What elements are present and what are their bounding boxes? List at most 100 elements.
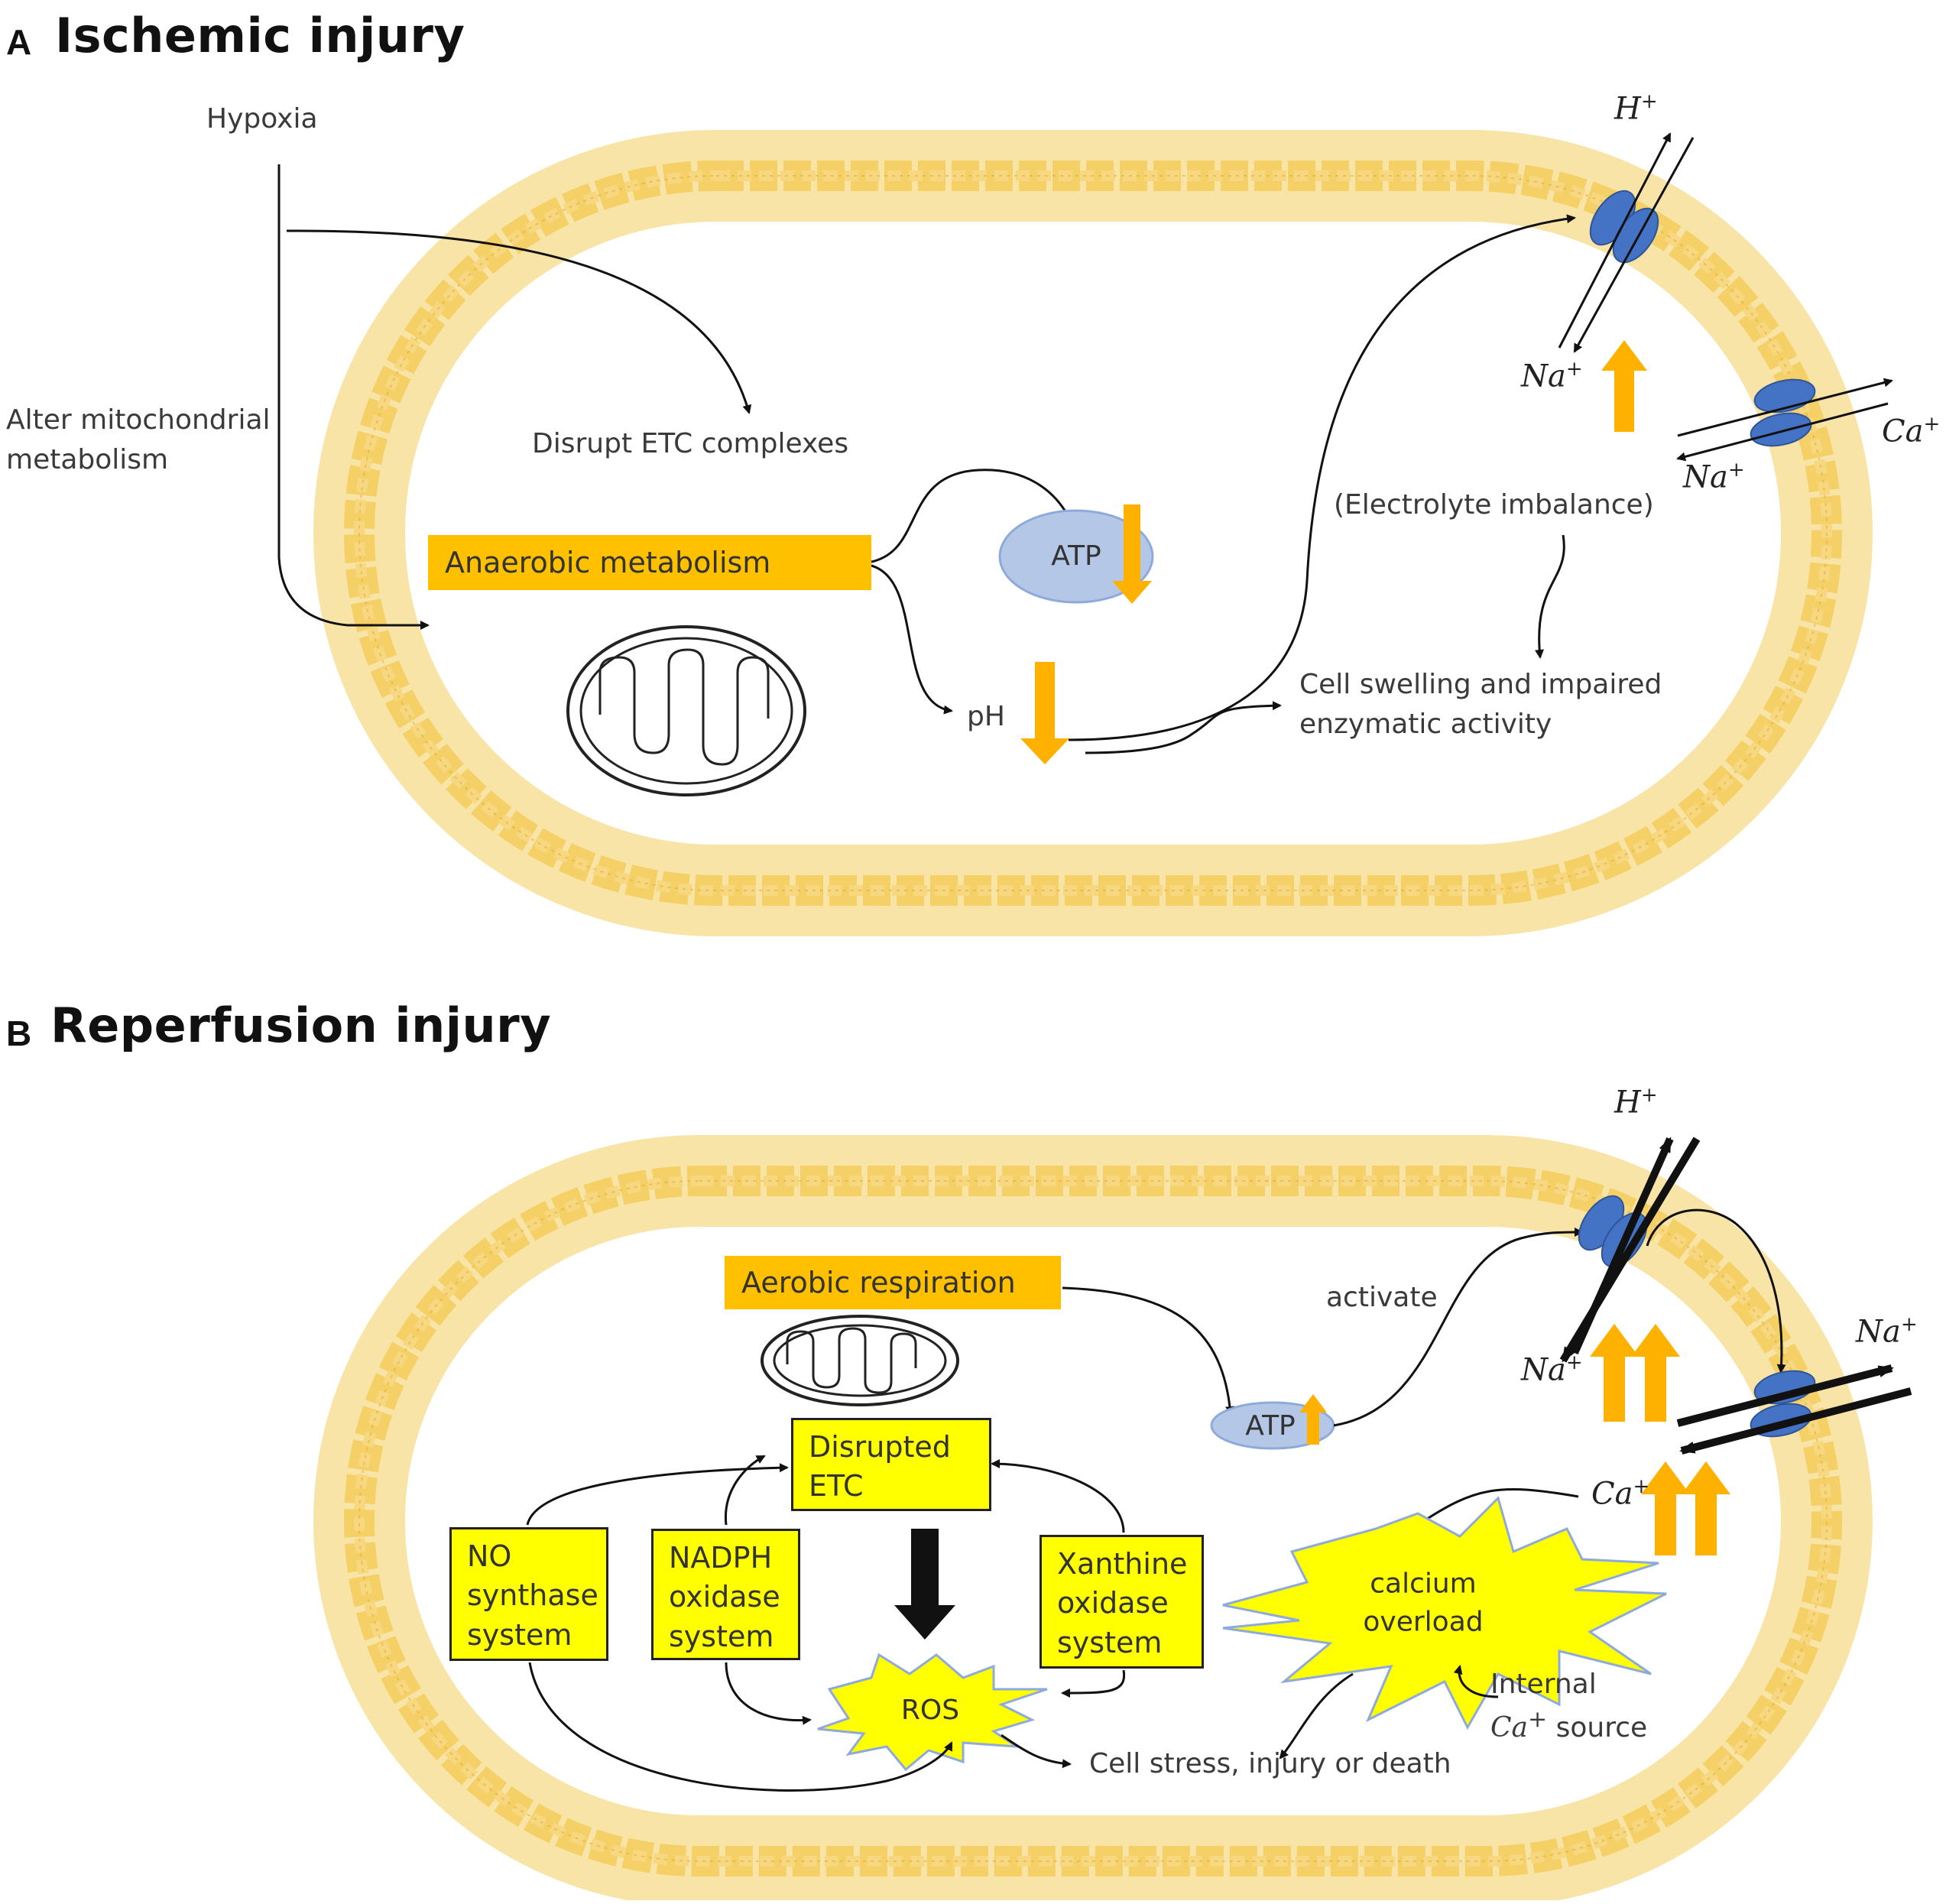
xanthine-to-etc-arrow: [991, 1459, 1125, 1533]
ros-label: ROS: [900, 1694, 960, 1726]
internal-ca-source-label: Ca+ source: [1490, 1703, 1647, 1748]
panel-title-b: Reperfusion injury: [50, 997, 552, 1053]
internal-ca-symbol: Ca: [1490, 1712, 1529, 1743]
activate-label: activate: [1326, 1282, 1438, 1313]
overload-to-stress-arrow: [1279, 1672, 1354, 1760]
mitochondrion-icon: [566, 625, 806, 796]
nhe-to-ncx-arrow: [1646, 1208, 1786, 1374]
swelling-label-1: Cell swelling and impaired: [1299, 669, 1662, 700]
na-ion-label-b2: Na+: [1856, 1313, 1918, 1349]
ca-to-overload-arrow: [1416, 1488, 1579, 1526]
nadph-oxidase-line-1: NADPH: [669, 1541, 773, 1575]
atp-decrease-arrow: [1112, 504, 1152, 604]
na-increase-arrow-a: [1601, 340, 1647, 432]
nadph-to-etc-arrow: [724, 1455, 766, 1526]
internal-ca-charge: +: [1528, 1706, 1548, 1733]
anaerobic-to-atp-arrow: [871, 469, 1072, 563]
cell-membrane-a: [313, 130, 1873, 936]
aerobic-respiration-bar: Aerobic respiration: [725, 1256, 1061, 1309]
alter-mito-label-1: Alter mitochondrial: [6, 404, 271, 436]
na-ion-charge-a2: +: [1727, 459, 1745, 482]
panel-letter-b: B: [6, 1014, 32, 1053]
calcium-overload-line-1: calcium: [1370, 1568, 1477, 1600]
nhe-exchanger-a: [1558, 132, 1695, 353]
hypoxia-to-anaerobic-arrow: [277, 164, 430, 630]
no-synthase-line-3: system: [467, 1617, 572, 1652]
atp-activates-exchanger-arrow: [1333, 1228, 1584, 1427]
na-ion-charge-b2: +: [1900, 1313, 1918, 1336]
no-synthase-line-1: NO: [467, 1539, 512, 1573]
ca-ion-charge-b: +: [1633, 1475, 1650, 1498]
ncx-exchanger-b: [1676, 1364, 1912, 1455]
ph-label: pH: [967, 701, 1005, 732]
internal-label: Internal: [1490, 1669, 1597, 1700]
xanthine-to-ros-arrow: [1061, 1669, 1126, 1698]
h-ion-symbol-b: H: [1614, 1085, 1641, 1121]
na-ion-symbol-a1: Na: [1521, 358, 1566, 394]
ca-ion-symbol-a: Ca: [1882, 414, 1924, 449]
na-ion-charge-b1: +: [1565, 1351, 1583, 1374]
anaerobic-metabolism-bar: Anaerobic metabolism: [428, 535, 871, 590]
na-ion-label-b1: Na+: [1521, 1351, 1583, 1387]
na-ion-symbol-a2: Na: [1683, 459, 1728, 495]
cell-stress-label: Cell stress, injury or death: [1089, 1748, 1451, 1779]
na-increase-arrows-b: [1590, 1324, 1680, 1422]
ph-to-exchanger-arrow: [1068, 214, 1576, 741]
panel-title-a: Ischemic injury: [55, 8, 465, 63]
swelling-label-2: enzymatic activity: [1299, 709, 1552, 740]
ncx-exchanger-a: [1676, 378, 1893, 462]
ca-ion-symbol-b: Ca: [1591, 1476, 1633, 1512]
no-synthase-line-2: synthase: [467, 1578, 598, 1613]
disrupt-etc-label: Disrupt ETC complexes: [532, 428, 849, 459]
ph-to-swelling-arrow: [1085, 701, 1282, 754]
atp-ellipse-a: [998, 509, 1154, 604]
hypoxia-to-etc-arrow: [286, 229, 752, 414]
xanthine-oxidase-line-3: system: [1057, 1625, 1163, 1659]
nadph-oxidase-box: NADPH oxidase system: [651, 1529, 800, 1660]
ros-burst: [817, 1653, 1048, 1772]
h-ion-charge-b: +: [1640, 1084, 1658, 1107]
calcium-overload-label: calcium overload: [1363, 1565, 1483, 1643]
disrupted-etc-line-2: ETC: [809, 1469, 864, 1503]
xanthine-oxidase-box: Xanthine oxidase system: [1039, 1535, 1204, 1669]
electrolyte-label: (Electrolyte imbalance): [1334, 489, 1654, 521]
ros-to-stress-arrow: [1001, 1734, 1072, 1769]
panel-letter-a: A: [6, 22, 32, 62]
internal-ca-to-overload-arrow: [1453, 1665, 1499, 1698]
disrupted-etc-box: Disrupted ETC: [791, 1418, 991, 1511]
anaerobic-to-ph-arrow: [871, 564, 953, 715]
xanthine-oxidase-line-1: Xanthine: [1057, 1547, 1188, 1581]
calcium-overload-line-2: overload: [1363, 1607, 1484, 1638]
internal-source-word: source: [1555, 1712, 1648, 1743]
etc-to-ros-arrow: [894, 1529, 955, 1640]
no-synthase-box: NO synthase system: [449, 1527, 608, 1661]
calcium-overload-burst: [1222, 1496, 1667, 1730]
xanthine-oxidase-line-2: oxidase: [1057, 1586, 1169, 1620]
atp-label-a: ATP: [1051, 540, 1101, 572]
na-ion-label-a1: Na+: [1521, 358, 1583, 394]
ca-increase-arrows-b: [1641, 1461, 1730, 1555]
electrolyte-to-swelling-arrow: [1535, 534, 1565, 659]
h-ion-charge-a: +: [1640, 90, 1658, 113]
na-ion-symbol-b2: Na: [1856, 1314, 1901, 1350]
h-ion-label-a: H+: [1614, 90, 1658, 126]
hypoxia-label: Hypoxia: [206, 103, 318, 135]
ph-decrease-arrow: [1020, 662, 1069, 764]
ca-ion-label-a: Ca+: [1882, 413, 1940, 449]
no-to-ros-arrow: [528, 1662, 953, 1792]
cell-membrane-b: [313, 1135, 1873, 1904]
na-ion-symbol-b1: Na: [1521, 1352, 1566, 1388]
alter-mito-label-2: metabolism: [6, 444, 169, 475]
ca-ion-label-b: Ca+: [1591, 1475, 1649, 1511]
h-ion-symbol-a: H: [1614, 91, 1641, 127]
atp-increase-arrow: [1299, 1394, 1327, 1445]
na-ion-charge-a1: +: [1565, 358, 1583, 381]
h-ion-label-b: H+: [1614, 1084, 1658, 1120]
disrupted-etc-line-1: Disrupted: [809, 1430, 951, 1464]
mitochondrion-icon-b: [761, 1315, 959, 1406]
aerobic-to-atp-arrow: [1062, 1286, 1235, 1416]
nhe-exchanger-b: [1559, 1137, 1701, 1363]
nadph-to-ros-arrow: [725, 1662, 812, 1725]
